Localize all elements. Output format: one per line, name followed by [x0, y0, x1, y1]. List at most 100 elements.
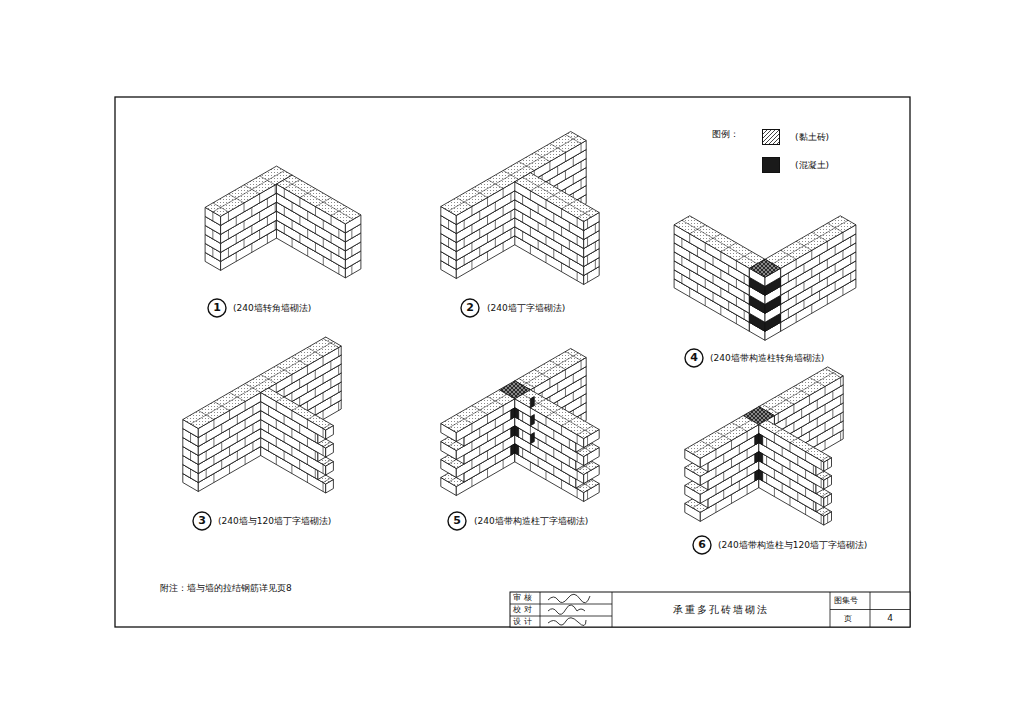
mortar-joint [292, 406, 300, 411]
mortar-joint [471, 225, 472, 234]
mortar-joint [557, 383, 558, 392]
mortar-joint [782, 465, 783, 474]
mortar-joint [595, 242, 596, 251]
mortar-joint [284, 189, 285, 198]
mortar-joint [236, 216, 237, 225]
mortar-joint [778, 413, 779, 422]
mortar-joint [565, 388, 566, 397]
mortar-joint [587, 472, 588, 481]
mortar-joint [299, 442, 300, 451]
callout-circle-outline [448, 512, 466, 530]
mortar-joint [323, 411, 324, 420]
mortar-joint [545, 417, 546, 426]
mortar-joint [842, 268, 843, 277]
mortar-joint [577, 218, 578, 227]
mortar-joint [237, 451, 238, 460]
column-tooth [755, 470, 759, 481]
mortar-joint [747, 485, 748, 494]
mortar-joint [338, 348, 339, 357]
mortar-joint [292, 238, 293, 247]
mortar-joint [268, 424, 269, 433]
mortar-joint [323, 483, 324, 492]
mortar-joint [587, 219, 588, 228]
mortar-joint [821, 474, 829, 479]
mortar-joint [307, 211, 308, 220]
title-block-field: 设 计 [513, 617, 532, 626]
mortar-joint [351, 265, 352, 274]
mortar-joint [530, 462, 531, 471]
mortar-joint [689, 270, 690, 279]
mortar-joint [229, 411, 230, 420]
mortar-joint [720, 306, 721, 315]
mortar-joint [213, 420, 214, 429]
callout-number: 6 [692, 535, 712, 555]
mortar-joint [790, 438, 798, 443]
mortar-joint [245, 420, 246, 429]
mortar-joint [213, 474, 214, 483]
mortar-joint [561, 444, 562, 453]
callout-number: 1 [207, 298, 227, 318]
title-block-rule [540, 592, 541, 627]
mortar-joint [789, 497, 790, 506]
mortar-joint [510, 229, 511, 238]
mortar-joint [190, 469, 191, 478]
mortar-joint [523, 394, 592, 434]
mortar-joint [449, 394, 507, 428]
mortar-joint [323, 375, 324, 384]
mortar-joint [553, 231, 554, 240]
column-tooth [515, 426, 519, 437]
mortar-joint [793, 422, 794, 431]
column-tooth [759, 470, 763, 481]
mortar-joint [811, 268, 812, 277]
mortar-joint [331, 252, 332, 261]
mortar-joint [747, 467, 748, 476]
mortar-joint [351, 229, 352, 238]
mortar-joint [213, 438, 214, 447]
mortar-joint [723, 454, 724, 463]
mortar-joint [773, 220, 848, 264]
mortar-joint [840, 395, 841, 404]
mortar-joint [251, 225, 252, 234]
mortar-joint [331, 234, 332, 243]
legend-text: (黏土砖) [795, 132, 829, 142]
mortar-joint [503, 406, 504, 415]
mortar-joint [774, 470, 775, 479]
mortar-joint [530, 191, 531, 200]
mortar-joint [236, 252, 237, 261]
mortar-joint [825, 404, 826, 413]
figure-caption: (240墙丁字墙砌法) [487, 303, 565, 313]
legend-title: 图例： [712, 129, 739, 139]
mortar-joint [728, 283, 729, 292]
mortar-joint [806, 447, 814, 452]
mortar-joint [681, 274, 682, 283]
mortar-joint [448, 256, 449, 265]
mortar-joint [835, 282, 836, 291]
mortar-joint [487, 415, 488, 424]
mortar-joint [522, 430, 523, 439]
mortar-joint [299, 397, 300, 406]
mortar-joint [681, 256, 682, 265]
mortar-joint [299, 379, 300, 388]
mortar-joint [573, 392, 574, 401]
mortar-joint [827, 295, 828, 304]
mortar-joint [587, 436, 588, 445]
wall-top [515, 390, 599, 439]
mortar-joint [842, 286, 843, 295]
mortar-joint [577, 471, 578, 480]
mortar-joint [545, 236, 546, 245]
mortar-joint [503, 460, 504, 469]
mortar-joint [479, 428, 480, 437]
mortar-joint [315, 406, 316, 415]
mortar-joint [744, 274, 745, 283]
mortar-joint [561, 480, 562, 489]
mortar-joint [276, 420, 277, 429]
mortar-joint [323, 465, 324, 474]
hatch-fill [763, 130, 779, 144]
legend-swatch [762, 129, 780, 145]
mortar-joint [307, 474, 308, 483]
mortar-joint [323, 393, 324, 402]
mortar-joint [545, 218, 546, 227]
mortar-joint [221, 460, 222, 469]
mortar-joint [487, 469, 488, 478]
